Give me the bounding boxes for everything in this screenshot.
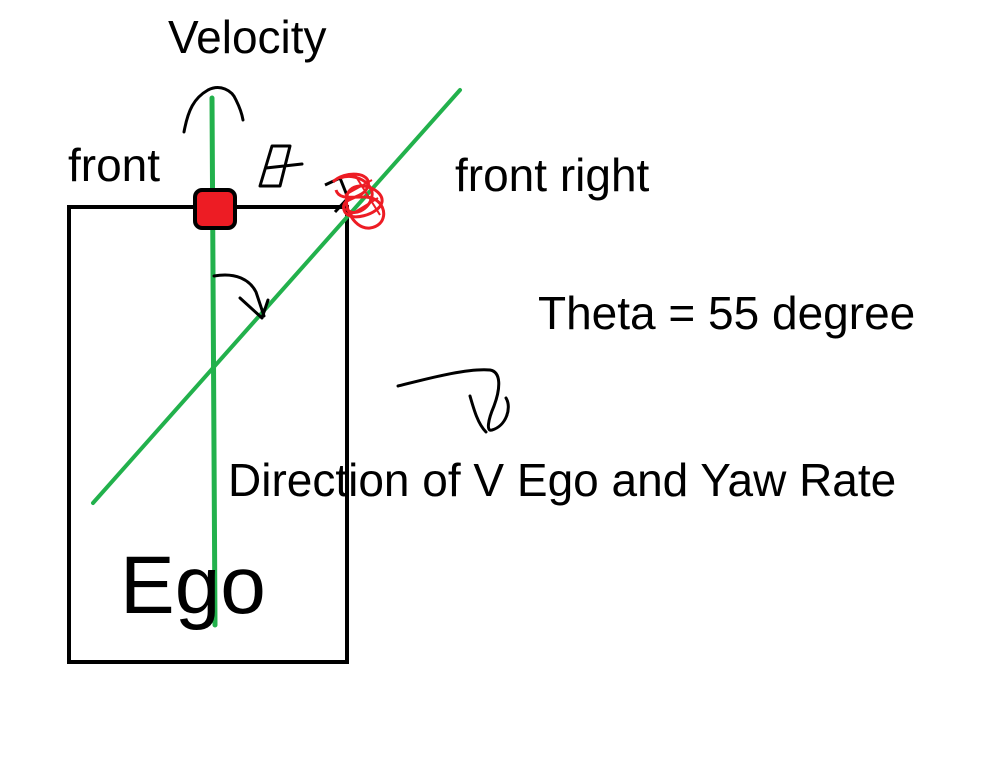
- theta-symbol-icon: [258, 144, 304, 188]
- angle-arc-icon: [212, 273, 270, 320]
- velocity-line: [209, 95, 218, 628]
- front-right-direction-line: [91, 88, 462, 505]
- theta-label: Theta = 55 degree: [538, 287, 916, 339]
- yaw-rate-arrow-icon: [396, 368, 510, 434]
- velocity-label: Velocity: [168, 11, 327, 63]
- direction-label: Direction of V Ego and Yaw Rate: [228, 454, 897, 506]
- front-sensor-marker: [193, 188, 237, 230]
- velocity-arrow-icon: [182, 86, 245, 134]
- ego-label: Ego: [120, 540, 266, 631]
- front-right-label: front right: [455, 149, 650, 201]
- front-right-sensor-marker: [324, 172, 386, 230]
- front-label: front: [68, 139, 161, 191]
